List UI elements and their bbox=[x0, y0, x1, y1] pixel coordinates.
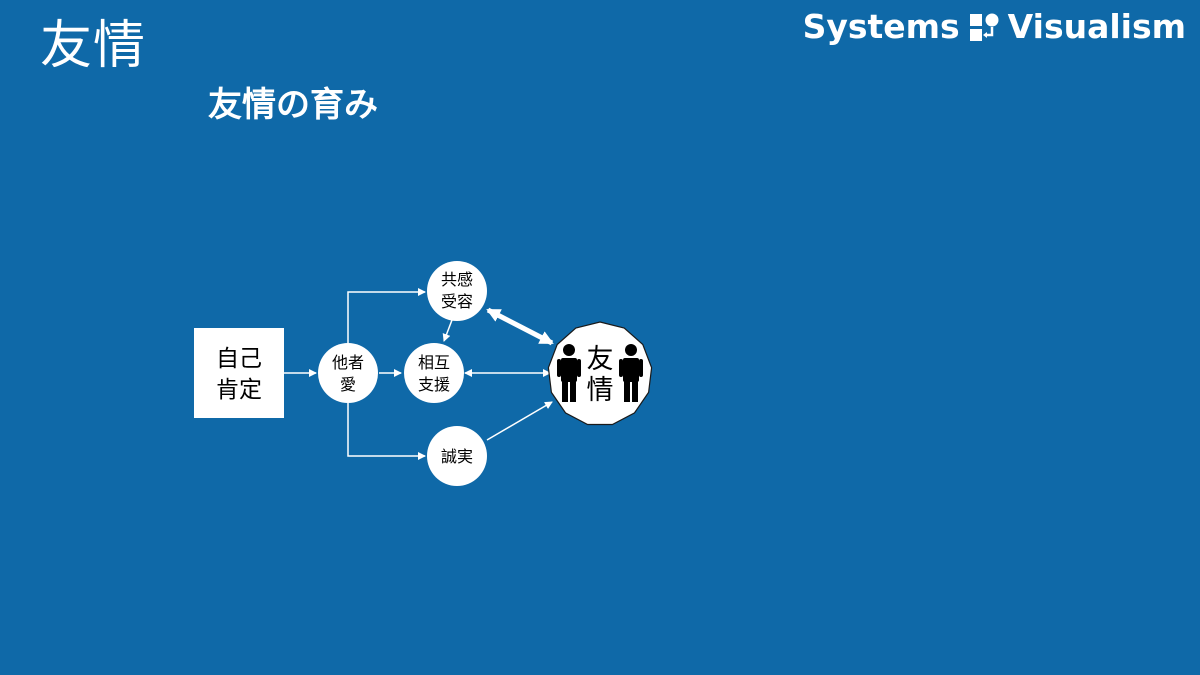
node-love-for-others: 他者 愛 bbox=[318, 343, 378, 403]
connector-group bbox=[284, 288, 554, 460]
brand-name-right: Visualism bbox=[1007, 7, 1186, 46]
node-mutual-support-line2: 支援 bbox=[418, 375, 450, 394]
flow-logo-icon bbox=[969, 13, 999, 41]
arrow-empathy-friendship bbox=[486, 307, 554, 346]
node-self-affirmation-line1: 自己 bbox=[216, 346, 262, 372]
person-icon bbox=[557, 344, 581, 402]
arrow-others-to-empathy bbox=[347, 288, 426, 344]
node-self-affirmation: 自己 肯定 bbox=[194, 328, 284, 418]
node-sincerity: 誠実 bbox=[427, 426, 487, 486]
node-sincerity-label: 誠実 bbox=[441, 447, 473, 466]
node-mutual-support: 相互 支援 bbox=[404, 343, 464, 403]
node-empathy-acceptance-line2: 受容 bbox=[441, 292, 473, 311]
node-empathy-acceptance: 共感 受容 bbox=[427, 261, 487, 321]
node-friendship-line2: 情 bbox=[587, 375, 614, 406]
brand-name-left: Systems bbox=[802, 7, 960, 46]
brand-logo: Systems Visualism bbox=[803, 8, 1186, 46]
node-friendship-line1: 友 bbox=[587, 344, 614, 375]
arrow-others-to-sincerity bbox=[347, 403, 426, 460]
node-empathy-acceptance-line1: 共感 bbox=[441, 270, 473, 289]
node-love-for-others-line1: 他者 bbox=[332, 353, 364, 372]
node-friendship: 友 情 bbox=[547, 321, 653, 426]
person-icon bbox=[619, 344, 643, 402]
arrow-empathy-to-support bbox=[442, 319, 453, 342]
node-self-affirmation-line2: 肯定 bbox=[216, 377, 262, 403]
node-mutual-support-line1: 相互 bbox=[418, 353, 450, 372]
slide-subtitle: 友情の育み bbox=[208, 85, 378, 125]
arrow-sincerity-to-friendship bbox=[486, 401, 553, 441]
node-love-for-others-line2: 愛 bbox=[340, 375, 356, 394]
slide-title: 友情 bbox=[40, 16, 147, 76]
